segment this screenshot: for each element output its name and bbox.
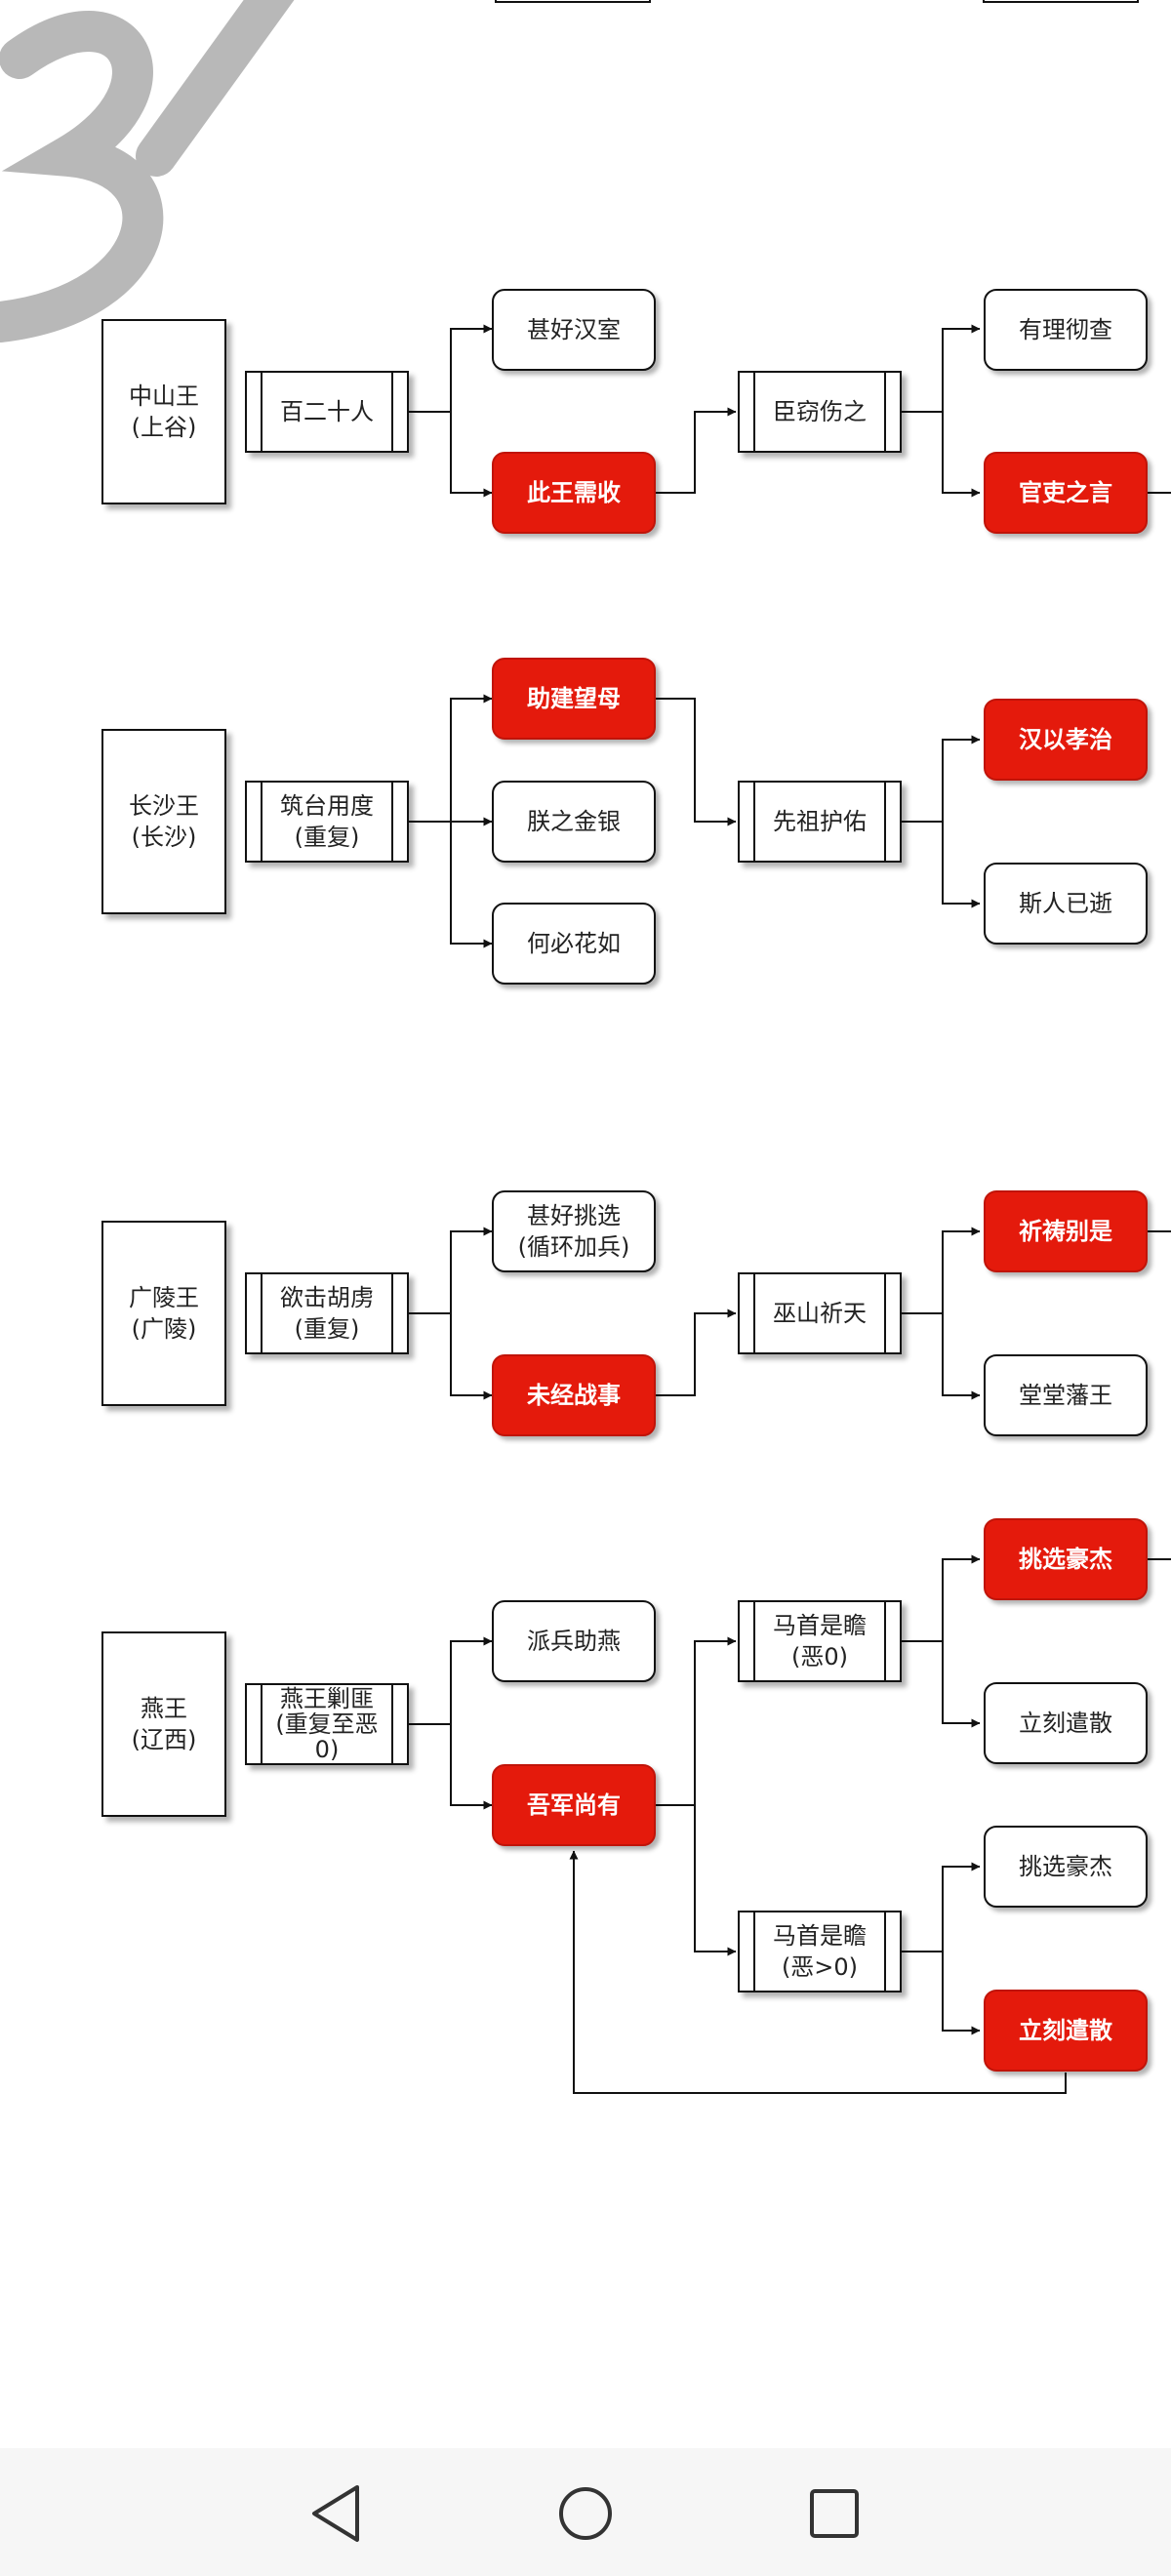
king-zhongshan: 中山王 (上谷) bbox=[101, 319, 226, 504]
option-zhongshan-b[interactable]: 此王需收 bbox=[492, 452, 656, 534]
diagram-connectors bbox=[409, 0, 1171, 2094]
result-guangling-a[interactable]: 祈祷别是 bbox=[984, 1190, 1148, 1272]
option-changsha-c[interactable]: 何必花如 bbox=[492, 903, 656, 985]
back-triangle-icon[interactable] bbox=[293, 2470, 381, 2557]
option-guangling-a[interactable]: 甚好挑选 (循环加兵) bbox=[492, 1190, 656, 1272]
followup-changsha: 先祖护佑 bbox=[738, 781, 902, 863]
event-changsha: 筑台用度 (重复) bbox=[245, 781, 409, 863]
followup-yan-2: 马首是瞻 (恶>0) bbox=[738, 1911, 902, 1992]
option-guangling-b[interactable]: 未经战事 bbox=[492, 1354, 656, 1436]
king-guangling: 广陵王 (广陵) bbox=[101, 1221, 226, 1406]
event-yan: 燕王剿匪 (重复至恶 0) bbox=[245, 1683, 409, 1765]
home-circle-icon[interactable] bbox=[542, 2470, 629, 2557]
followup-yan-1: 马首是瞻 (恶0) bbox=[738, 1600, 902, 1682]
result-yan-c[interactable]: 挑选豪杰 bbox=[984, 1826, 1148, 1908]
result-yan-b[interactable]: 立刻遣散 bbox=[984, 1682, 1148, 1764]
result-yan-a[interactable]: 挑选豪杰 bbox=[984, 1518, 1148, 1600]
event-guangling: 欲击胡虏 (重复) bbox=[245, 1272, 409, 1354]
navigation-bar bbox=[0, 2448, 1171, 2576]
king-yan: 燕王 (辽西) bbox=[101, 1631, 226, 1817]
option-yan-b[interactable]: 吾军尚有 bbox=[492, 1764, 656, 1846]
followup-zhongshan: 臣窃伤之 bbox=[738, 371, 902, 453]
event-zhongshan: 百二十人 bbox=[245, 371, 409, 453]
option-yan-a[interactable]: 派兵助燕 bbox=[492, 1600, 656, 1682]
king-changsha: 长沙王 (长沙) bbox=[101, 729, 226, 914]
result-zhongshan-a[interactable]: 有理彻查 bbox=[984, 289, 1148, 371]
result-changsha-a[interactable]: 汉以孝治 bbox=[984, 699, 1148, 781]
option-changsha-b[interactable]: 朕之金银 bbox=[492, 781, 656, 863]
result-guangling-b[interactable]: 堂堂藩王 bbox=[984, 1354, 1148, 1436]
followup-guangling: 巫山祈天 bbox=[738, 1272, 902, 1354]
result-yan-d[interactable]: 立刻遣散 bbox=[984, 1990, 1148, 2072]
option-changsha-a[interactable]: 助建望母 bbox=[492, 658, 656, 740]
result-zhongshan-b[interactable]: 官吏之言 bbox=[984, 452, 1148, 534]
result-changsha-b[interactable]: 斯人已逝 bbox=[984, 863, 1148, 945]
recent-square-icon[interactable] bbox=[790, 2470, 878, 2557]
option-zhongshan-a[interactable]: 甚好汉室 bbox=[492, 289, 656, 371]
